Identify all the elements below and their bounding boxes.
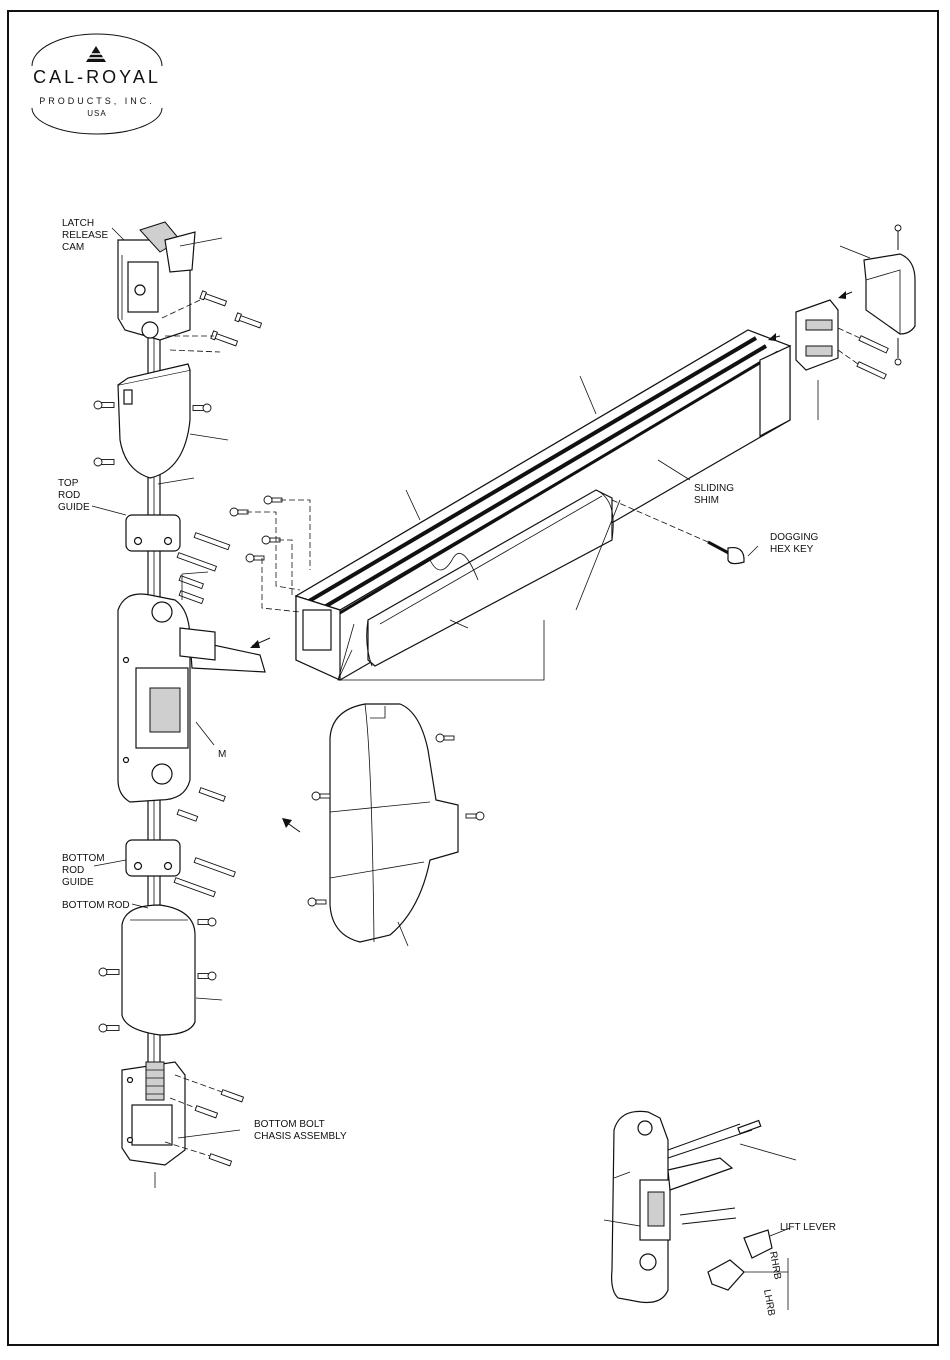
top-rod-guide xyxy=(126,515,180,551)
label-sliding-shim-line2: SHIM xyxy=(694,495,719,506)
label-mechanism-marker: M xyxy=(218,749,226,760)
label-lift-lever: LIFT LEVER xyxy=(780,1222,836,1233)
logo-name: CAL-ROYAL xyxy=(33,67,161,87)
bottom-rod-guide xyxy=(126,840,180,876)
label-top-rod-guide-line3: GUIDE xyxy=(58,502,90,513)
label-bottom-rod: BOTTOM ROD xyxy=(62,900,130,911)
label-lhrb: LHRB xyxy=(761,1289,777,1318)
top-cover xyxy=(118,364,190,478)
label-latch-line2: RELEASE xyxy=(62,230,108,241)
label-sliding-shim-line1: SLIDING xyxy=(694,483,734,494)
label-bottom-bolt-line1: BOTTOM BOLT xyxy=(254,1119,325,1130)
end-cap-cover xyxy=(838,225,915,379)
label-top-rod-guide-line2: ROD xyxy=(58,490,80,501)
center-mechanism xyxy=(118,594,265,802)
mechanism-inset xyxy=(612,1111,772,1302)
top-latch xyxy=(118,222,195,340)
label-bottom-rod-guide-line2: ROD xyxy=(62,865,84,876)
end-cap-bracket xyxy=(796,300,838,370)
label-top-rod-guide-line1: TOP xyxy=(58,478,79,489)
logo-subtitle: PRODUCTS, INC. xyxy=(39,96,155,106)
end-cap-housing xyxy=(308,704,484,942)
bottom-cover xyxy=(122,905,195,1035)
label-bottom-bolt-line2: CHASIS ASSEMBLY xyxy=(254,1131,347,1142)
logo-country: USA xyxy=(87,109,106,118)
vertical-rod-assembly xyxy=(94,222,265,1166)
label-bottom-rod-guide-line3: GUIDE xyxy=(62,877,94,888)
bottom-bolt-chassis xyxy=(122,1062,185,1165)
label-rhrb: RHRB xyxy=(767,1251,783,1281)
company-logo: CAL-ROYAL PRODUCTS, INC. USA xyxy=(32,34,162,134)
label-dogging-key-line2: HEX KEY xyxy=(770,544,814,555)
label-bottom-rod-guide-line1: BOTTOM xyxy=(62,853,105,864)
label-latch-line1: LATCH xyxy=(62,218,94,229)
label-latch-line3: CAM xyxy=(62,242,84,253)
label-dogging-key-line1: DOGGING xyxy=(770,532,819,543)
